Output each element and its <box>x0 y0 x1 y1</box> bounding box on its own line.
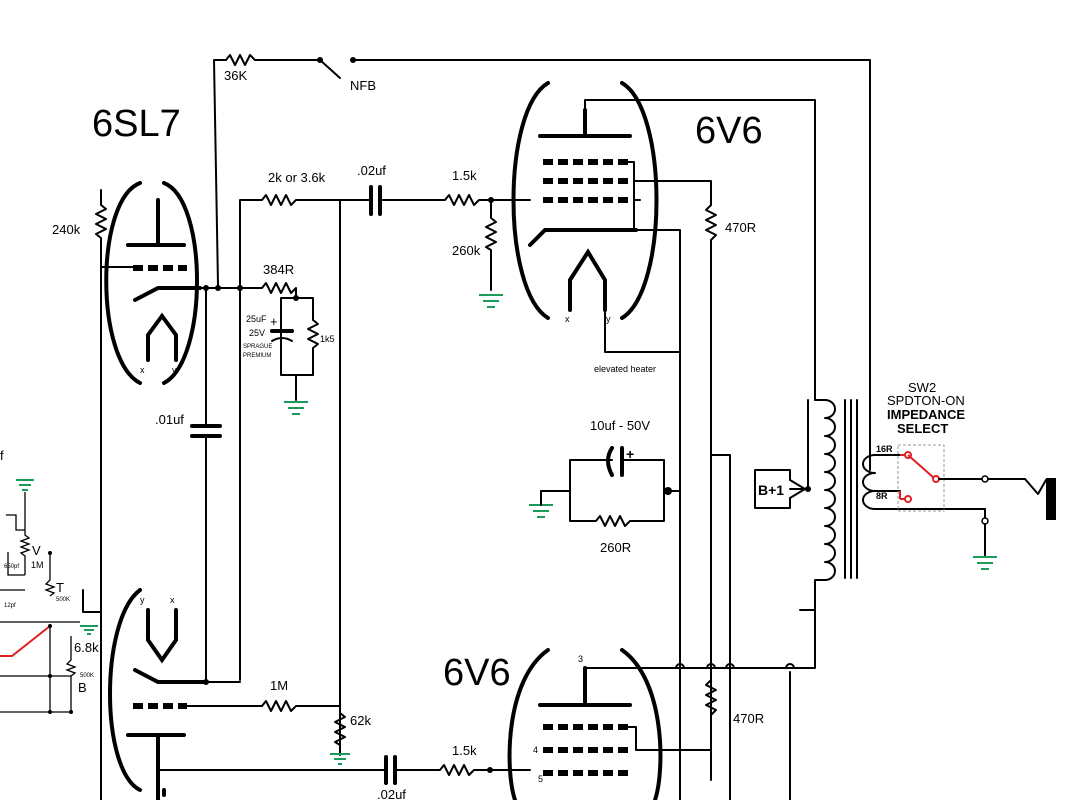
plate-load-label: 240k <box>52 222 81 237</box>
preamp-pin-y: y <box>172 365 177 375</box>
plate-load-240k: 240k <box>52 189 134 613</box>
ground-icon <box>330 753 350 765</box>
tone-v-value: 1M <box>31 560 44 570</box>
tone-b-value: 500K <box>80 673 94 679</box>
ground-icon <box>16 479 34 491</box>
cathode-cap-brand-1: SPRAGUE <box>243 344 272 350</box>
tone-cap-a: 650pf <box>4 564 19 570</box>
tap-8r-label: 8R <box>876 491 888 501</box>
tone-partial-label: f <box>0 448 4 463</box>
ground-icon <box>529 504 553 518</box>
cathode-cap-value: 25uF <box>246 314 267 324</box>
pin-4-label: 4 <box>533 745 538 755</box>
coupling-cap-bottom-label: .02uf <box>377 787 406 800</box>
pin-5-label: 5 <box>538 774 543 784</box>
coupling-top-label: 2k or 3.6k <box>268 170 326 185</box>
tone-b-label: B <box>78 680 87 695</box>
power-tube-top-label: 6V6 <box>695 110 763 152</box>
screen-top-label: 470R <box>725 220 756 235</box>
tap-16r-label: 16R <box>876 444 893 454</box>
output-transformer: 16R 8R <box>799 399 986 611</box>
switch-purpose-2: SELECT <box>897 421 948 436</box>
svg-text:+: + <box>270 314 278 329</box>
tone-t-value: 500K <box>56 597 70 603</box>
cathode-network: 384R + 1k5 25uF 25V SPRAGUE PREMIUM <box>199 262 335 415</box>
bias-cap-label: 10uf - 50V <box>590 418 650 433</box>
cathode-cap-voltage: 25V <box>249 328 265 338</box>
tone-stack: f V 1M T 500K 650pf 12pf 6.8k B 500K <box>0 448 99 714</box>
cathode-resistor-label: 384R <box>263 262 294 277</box>
power-tube-top: 6V6 x y elevated heater 470R <box>479 81 816 781</box>
power-tube-bottom-label: 6V6 <box>443 652 511 694</box>
bias-resistor-label: 260R <box>600 540 631 555</box>
grid-stop-bottom-label: 1.5k <box>452 743 477 758</box>
mid-resistor-label: 1M <box>270 678 288 693</box>
power-tube-bottom: 6V6 3 4 5 470R <box>443 609 816 800</box>
tone-v-label: V <box>32 543 41 558</box>
grid-leak-top-label: 260k <box>452 243 481 258</box>
ground-icon <box>479 294 503 308</box>
tone-cap-b: 12pf <box>4 603 16 609</box>
coupling-cap-top-label: .02uf <box>357 163 386 178</box>
grid-62k-label: 62k <box>350 713 371 728</box>
cathode-cap-brand-2: PREMIUM <box>243 353 271 359</box>
pin-3-label: 3 <box>578 654 583 664</box>
ground-icon <box>973 556 997 570</box>
screen-bottom-label: 470R <box>733 711 764 726</box>
preamp-tube-label: 6SL7 <box>92 103 181 145</box>
preamp-bottom-pin-x: x <box>170 595 175 605</box>
power-top-pin-y: y <box>606 314 611 324</box>
preamp-tube: 6SL7 x y <box>92 103 202 385</box>
ground-icon <box>284 401 308 415</box>
interstage-cap-label: .01uf <box>155 412 184 427</box>
elevated-heater-label: elevated heater <box>594 364 656 374</box>
tone-t-label: T <box>56 580 64 595</box>
ground-icon <box>80 625 98 635</box>
nfb-resistor-label: 36K <box>224 68 247 83</box>
preamp-pin-x: x <box>140 365 145 375</box>
tone-68k-label: 6.8k <box>74 640 99 655</box>
interstage-cap: .01uf <box>155 287 222 683</box>
nfb-loop: 36K NFB <box>213 54 871 471</box>
switch-purpose-1: IMPEDANCE <box>887 407 965 422</box>
svg-text:+: + <box>626 446 634 462</box>
impedance-switch: SW2 SPDTON-ON IMPEDANCE SELECT <box>887 380 1056 570</box>
grid-stop-top-label: 1.5k <box>452 168 477 183</box>
cathode-bypass-label: 1k5 <box>320 334 335 344</box>
bias-network: 10uf - 50V + 260R <box>529 418 681 555</box>
power-top-pin-x: x <box>565 314 570 324</box>
b-plus-supply: B+1 <box>710 454 809 661</box>
nfb-switch-label: NFB <box>350 78 376 93</box>
switch-name: SW2 <box>908 380 936 395</box>
coupling-network-top: 2k or 3.6k .02uf 1.5k 260k <box>239 163 531 756</box>
preamp-bottom-pin-y: y <box>140 595 145 605</box>
switch-type: SPDTON-ON <box>887 393 965 408</box>
preamp-tube-bottom: y x 1M 62k .02uf 1.5k <box>108 588 531 800</box>
b-plus-label: B+1 <box>758 482 784 498</box>
